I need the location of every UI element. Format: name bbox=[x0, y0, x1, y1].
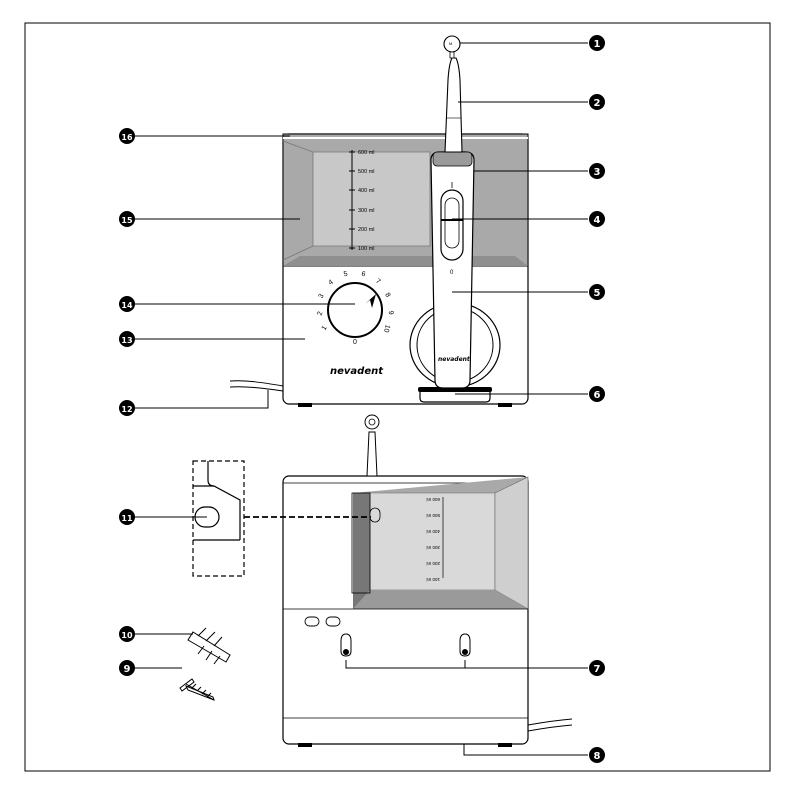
front-foot bbox=[498, 403, 512, 407]
callout-6: 6 bbox=[589, 386, 605, 402]
wall-plug bbox=[188, 628, 230, 664]
svg-text:3: 3 bbox=[594, 167, 601, 178]
wall-screw bbox=[180, 679, 216, 700]
svg-text:11: 11 bbox=[121, 514, 133, 523]
svg-text:M: M bbox=[449, 41, 452, 46]
svg-text:1: 1 bbox=[594, 39, 601, 50]
callout-16: 16 bbox=[119, 128, 135, 144]
callout-1: 1 bbox=[589, 35, 605, 51]
svg-text:8: 8 bbox=[594, 751, 601, 762]
svg-text:500 ml: 500 ml bbox=[426, 513, 440, 518]
svg-text:15: 15 bbox=[121, 216, 133, 225]
svg-text:10: 10 bbox=[121, 631, 133, 640]
svg-text:2: 2 bbox=[594, 98, 601, 109]
svg-text:400 ml: 400 ml bbox=[426, 529, 440, 534]
svg-text:200 ml: 200 ml bbox=[426, 561, 440, 566]
rear-vent bbox=[305, 617, 319, 626]
svg-text:13: 13 bbox=[121, 336, 132, 345]
svg-text:16: 16 bbox=[121, 133, 133, 142]
tank-scale-label: 300 ml bbox=[358, 208, 375, 214]
tank-scale-label: 600 ml bbox=[358, 150, 375, 156]
callout-5: 5 bbox=[589, 284, 605, 300]
callout-2: 2 bbox=[589, 94, 605, 110]
tank-scale-label: 100 ml bbox=[358, 246, 375, 252]
callout-15: 15 bbox=[119, 211, 135, 227]
callout-14: 14 bbox=[119, 296, 135, 312]
svg-text:100 ml: 100 ml bbox=[426, 577, 440, 582]
svg-text:5: 5 bbox=[594, 288, 601, 299]
callout-3: 3 bbox=[589, 163, 605, 179]
power-cable bbox=[230, 381, 283, 386]
tank-scale-label: 200 ml bbox=[358, 227, 375, 233]
svg-text:9: 9 bbox=[124, 664, 131, 675]
callout-12: 12 bbox=[119, 400, 135, 416]
brand-logo: nevadent bbox=[330, 366, 384, 377]
callout-10: 10 bbox=[119, 626, 135, 642]
callout-13: 13 bbox=[119, 331, 135, 347]
handle-logo: nevadent bbox=[438, 356, 471, 363]
rear-foot bbox=[298, 743, 312, 747]
svg-text:12: 12 bbox=[121, 405, 132, 414]
svg-text:600 ml: 600 ml bbox=[426, 497, 440, 502]
front-view: 600 ml 500 ml 400 ml 300 ml 200 ml 100 m… bbox=[230, 36, 528, 407]
svg-text:14: 14 bbox=[121, 301, 133, 310]
callout-7: 7 bbox=[589, 660, 605, 676]
pressure-dial[interactable] bbox=[328, 283, 382, 337]
tank-scale-label: 500 ml bbox=[358, 169, 375, 175]
tank-scale-label: 400 ml bbox=[358, 188, 375, 194]
callout-4: 4 bbox=[589, 211, 605, 227]
svg-text:4: 4 bbox=[594, 215, 601, 226]
svg-text:0: 0 bbox=[353, 339, 357, 346]
callout-11: 11 bbox=[119, 509, 135, 525]
front-foot bbox=[298, 403, 312, 407]
nozzle[interactable] bbox=[445, 58, 462, 152]
rear-view: 600 ml 500 ml 400 ml 300 ml 200 ml 100 m… bbox=[283, 415, 572, 747]
callout-8: 8 bbox=[589, 747, 605, 763]
callout-9: 9 bbox=[119, 660, 135, 676]
svg-text:6: 6 bbox=[594, 390, 601, 401]
svg-text:7: 7 bbox=[594, 664, 601, 675]
svg-text:300 ml: 300 ml bbox=[426, 545, 440, 550]
rear-vent bbox=[326, 617, 340, 626]
rear-foot bbox=[498, 743, 512, 747]
